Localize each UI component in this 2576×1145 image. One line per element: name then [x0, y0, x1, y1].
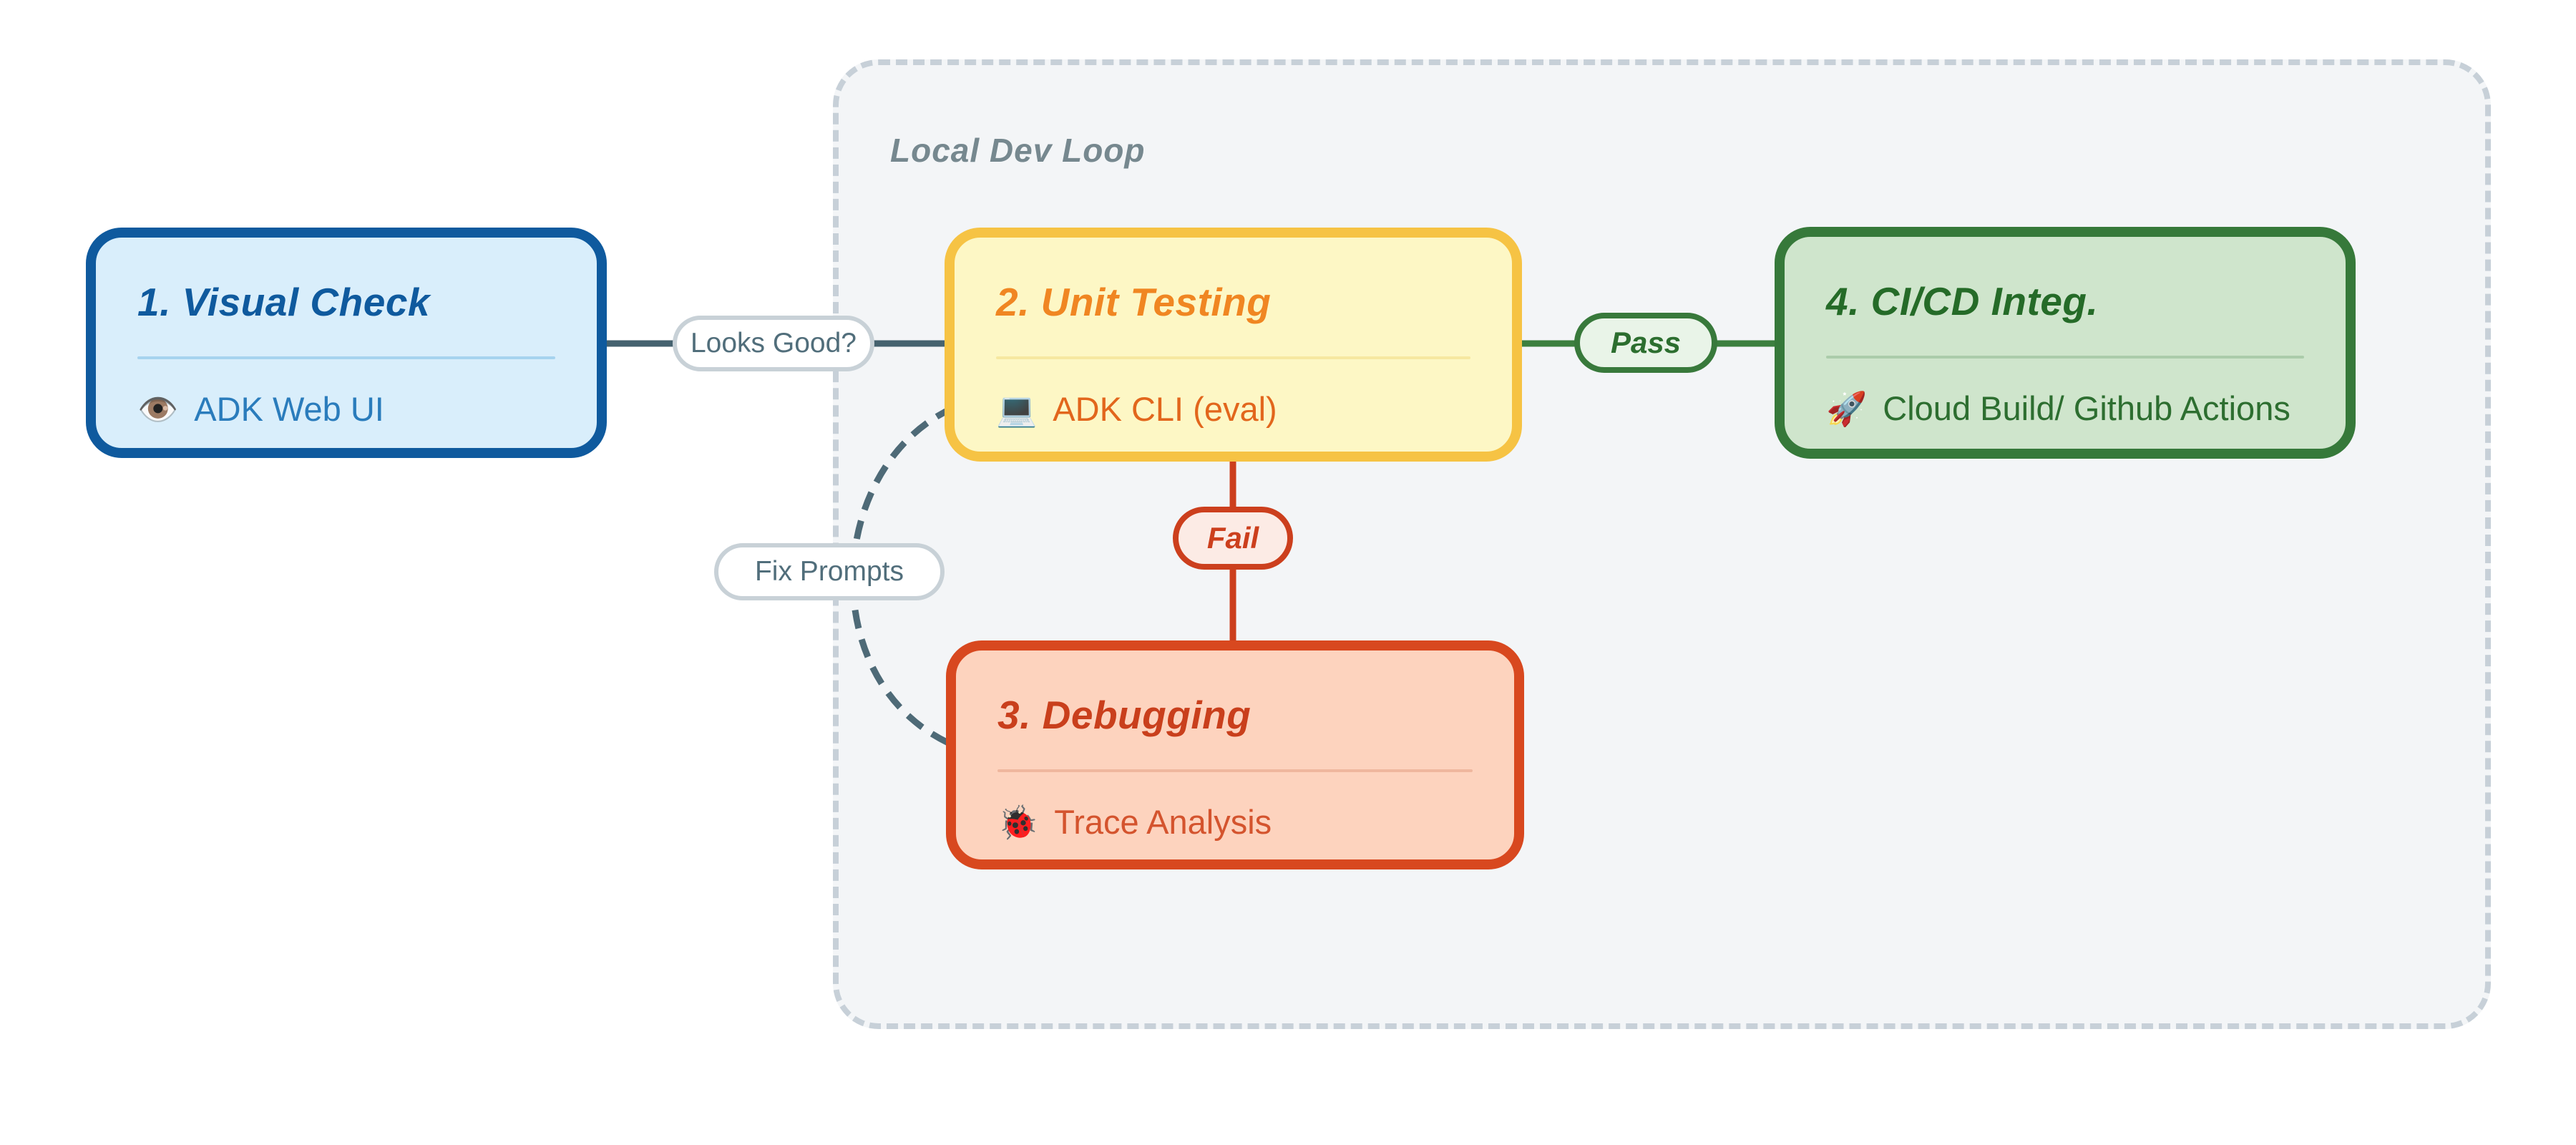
edge-label-fix-prompts: Fix Prompts: [714, 543, 945, 600]
node-title: 1. Visual Check: [137, 280, 430, 324]
node-cicd-integ: 4. CI/CD Integ. 🚀 Cloud Build/ Github Ac…: [1775, 227, 2356, 459]
node-body-text: Cloud Build/ Github Actions: [1883, 389, 2290, 427]
ladybug-icon: 🐞: [997, 803, 1039, 841]
node-divider: [996, 356, 1470, 359]
node-divider: [997, 769, 1473, 772]
node-unit-testing: 2. Unit Testing 💻 ADK CLI (eval): [945, 228, 1522, 462]
edge-label-looks-good: Looks Good?: [673, 316, 874, 371]
node-body: 💻 ADK CLI (eval): [996, 389, 1470, 429]
eye-icon: 👁️: [137, 390, 179, 428]
edge-label-fail: Fail: [1173, 507, 1293, 570]
laptop-icon: 💻: [996, 390, 1038, 428]
node-title: 4. CI/CD Integ.: [1826, 279, 2099, 323]
node-body-text: Trace Analysis: [1054, 803, 1272, 841]
node-body: 🚀 Cloud Build/ Github Actions: [1826, 389, 2304, 428]
node-body-text: ADK Web UI: [194, 390, 384, 428]
node-body: 👁️ ADK Web UI: [137, 389, 555, 429]
node-body-text: ADK CLI (eval): [1053, 390, 1277, 428]
local-dev-loop-label: Local Dev Loop: [890, 132, 1146, 169]
node-title: 3. Debugging: [997, 693, 1252, 737]
node-divider: [137, 356, 555, 359]
node-visual-check: 1. Visual Check 👁️ ADK Web UI: [86, 228, 607, 458]
node-title: 2. Unit Testing: [996, 280, 1272, 324]
rocket-icon: 🚀: [1826, 389, 1868, 427]
node-body: 🐞 Trace Analysis: [997, 802, 1473, 842]
node-divider: [1826, 356, 2304, 359]
node-debugging: 3. Debugging 🐞 Trace Analysis: [946, 640, 1524, 869]
edge-label-pass: Pass: [1574, 313, 1717, 373]
